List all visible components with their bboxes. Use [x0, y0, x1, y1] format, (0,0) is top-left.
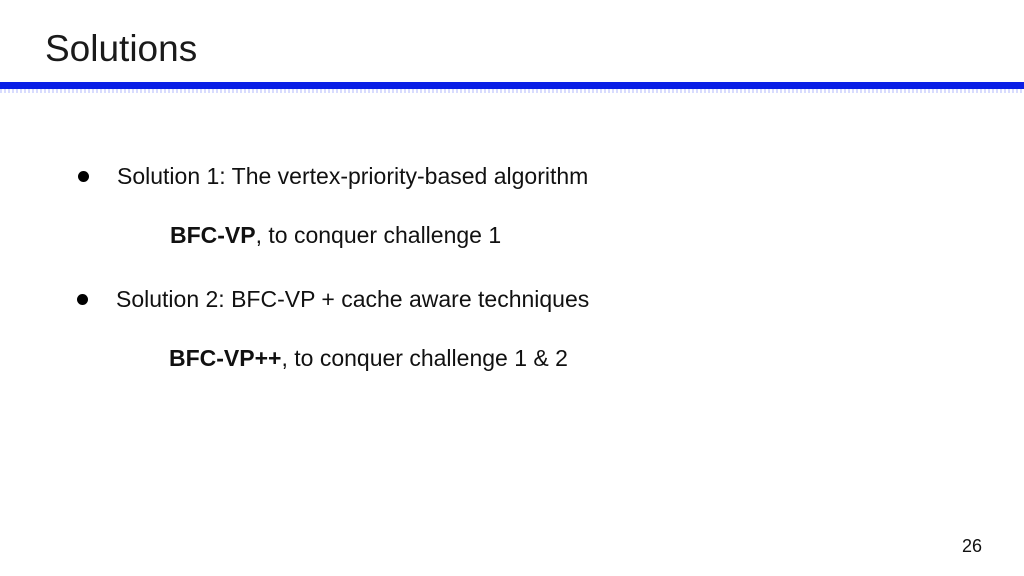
bullet-dot-icon: [77, 293, 88, 305]
detail-text: , to conquer challenge 1 & 2: [281, 345, 568, 371]
page-number: 26: [961, 536, 982, 556]
bullet-detail-2: BFC-VP++, to conquer challenge 1 & 2: [169, 344, 568, 372]
bullet-text: Solution 2: BFC-VP + cache aware techniq…: [116, 286, 590, 312]
bullet-item-2: Solution 2: BFC-VP + cache aware techniq…: [77, 285, 589, 313]
bullet-dot-icon: [78, 170, 89, 182]
detail-text: , to conquer challenge 1: [255, 222, 502, 248]
bullet-text: Solution 1: The vertex-priority-based al…: [117, 163, 589, 189]
bullet-item-1: Solution 1: The vertex-priority-based al…: [78, 162, 588, 190]
title-rule: [0, 82, 1024, 89]
algorithm-name: BFC-VP: [170, 222, 256, 248]
title-rule-shadow: [0, 89, 1024, 93]
bullet-detail-1: BFC-VP, to conquer challenge 1: [170, 221, 501, 249]
algorithm-name: BFC-VP++: [169, 345, 282, 371]
slide-title: Solutions: [45, 28, 198, 69]
